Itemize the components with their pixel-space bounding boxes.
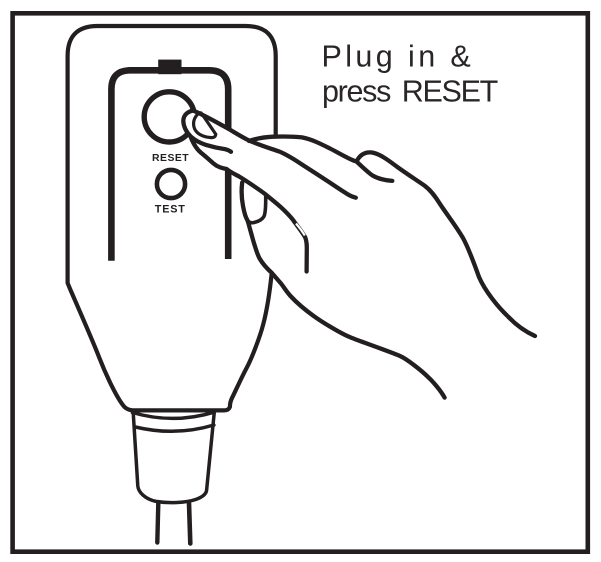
svg-text:TEST: TEST [155, 204, 186, 216]
svg-text:RESET: RESET [152, 153, 189, 164]
svg-text:press RESET: press RESET [322, 75, 498, 109]
svg-text:Plug in &: Plug in & [322, 40, 475, 74]
